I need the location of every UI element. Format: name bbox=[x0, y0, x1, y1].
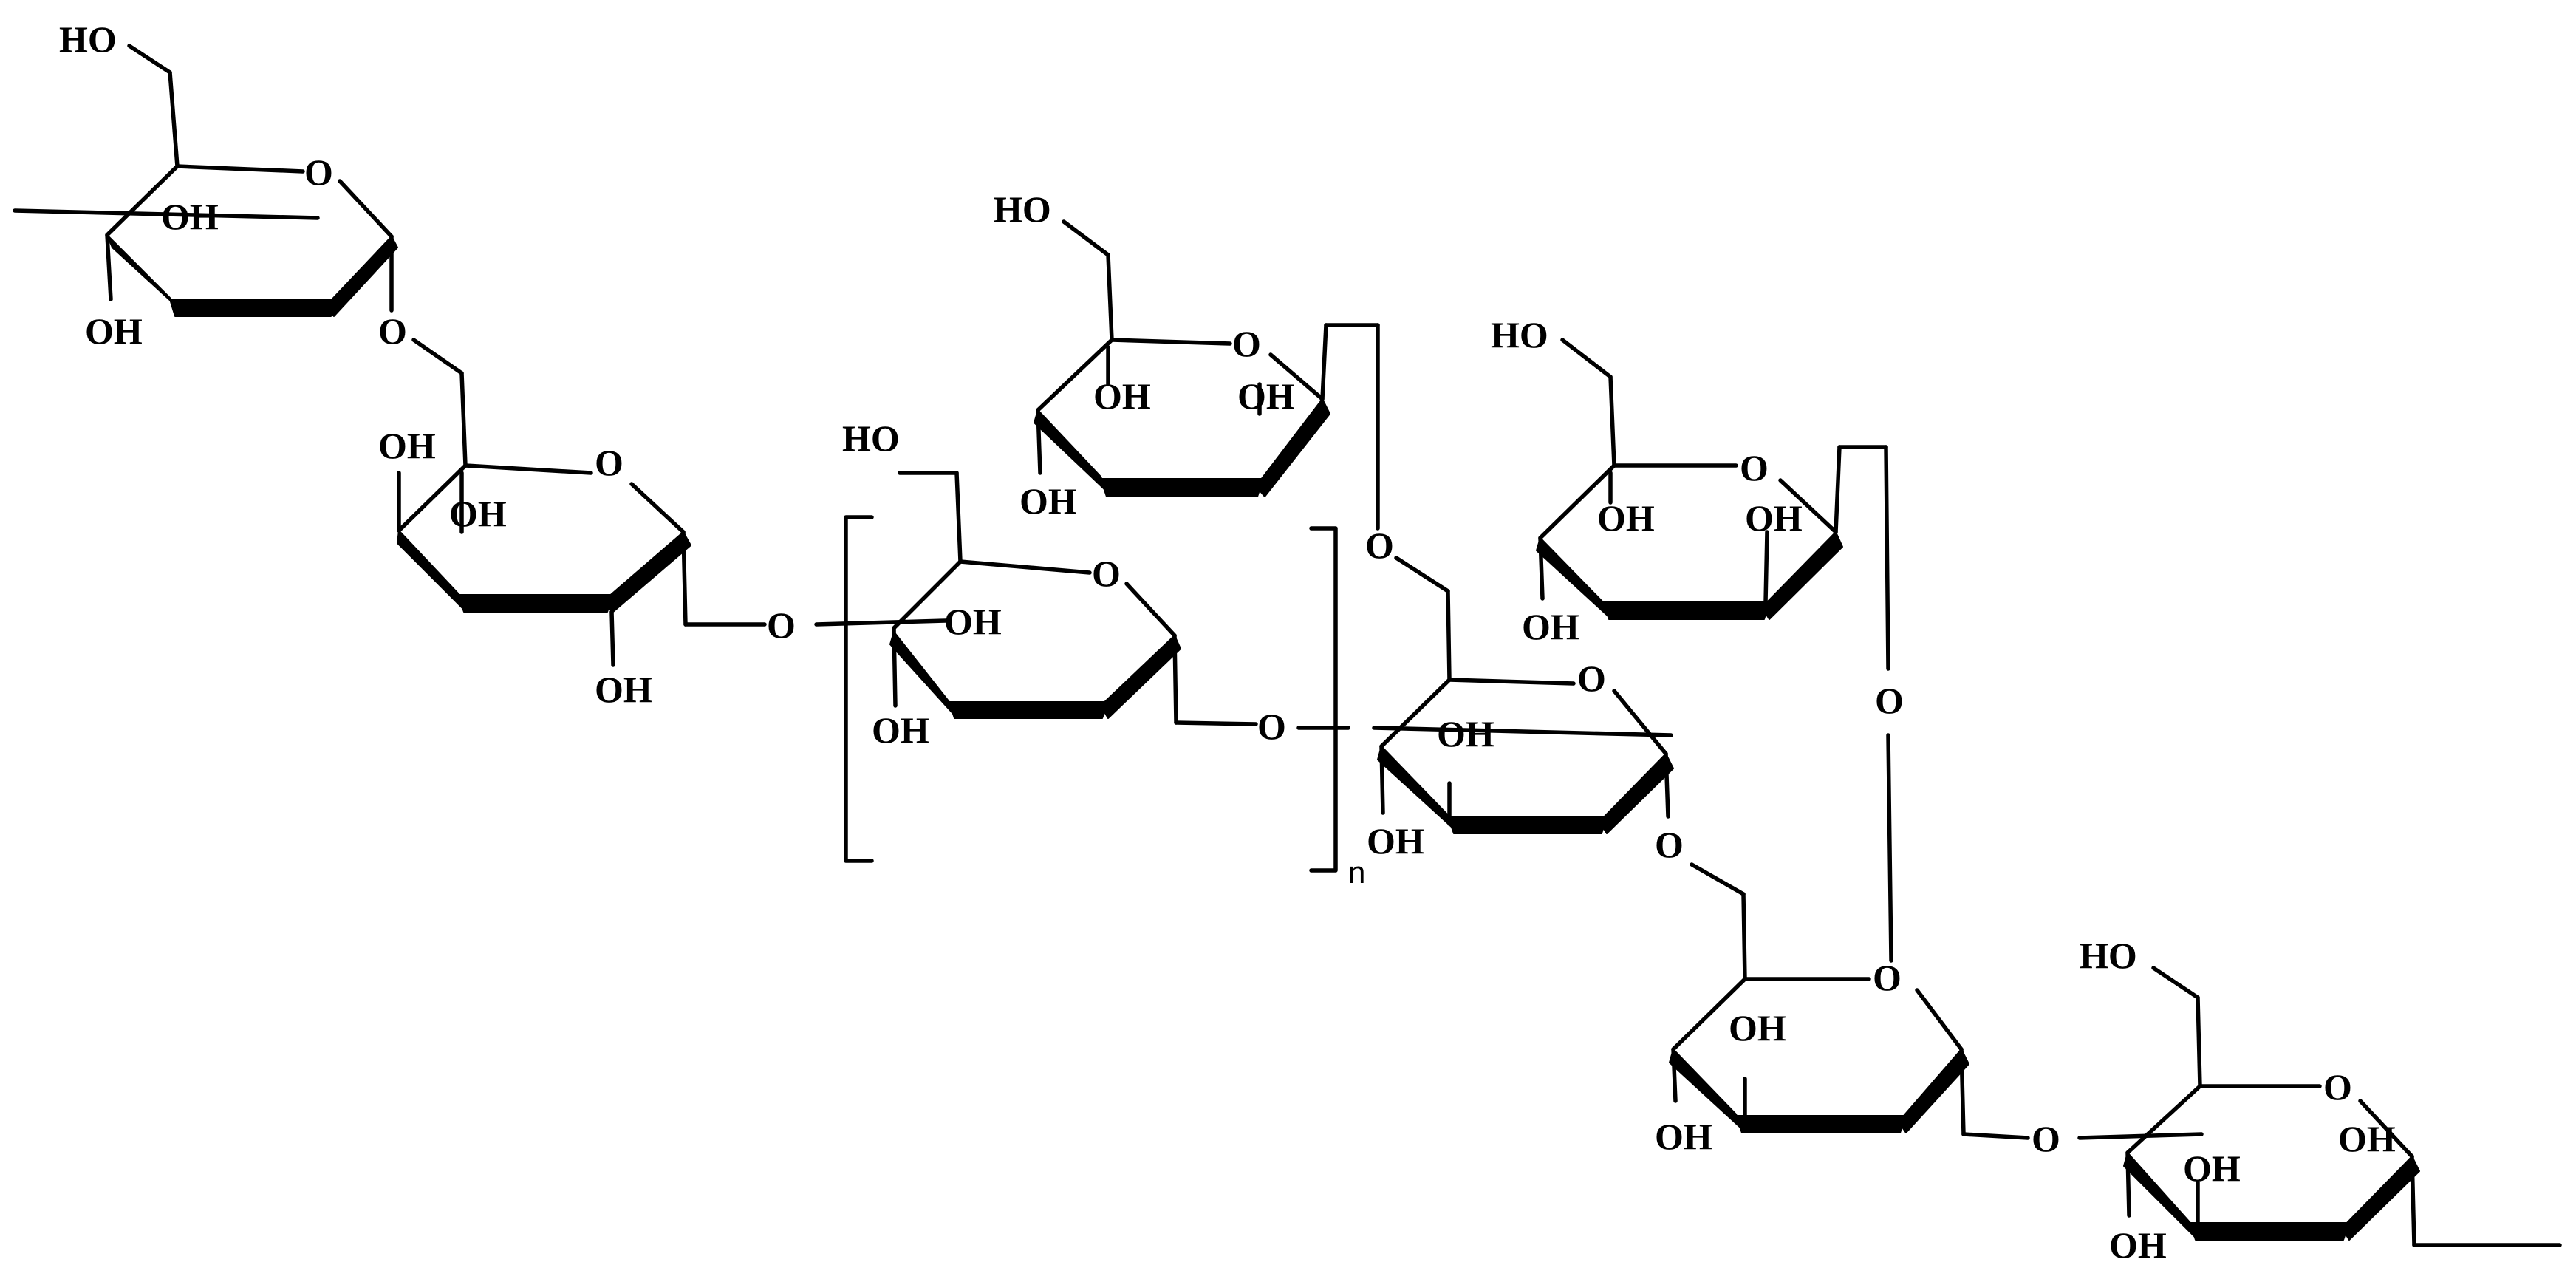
label-o-link-de: O bbox=[1365, 525, 1394, 566]
label-oh-b2: OH bbox=[449, 493, 507, 534]
ring-b bbox=[397, 371, 767, 667]
label-oh-d2: OH bbox=[1237, 375, 1295, 417]
label-o-link-ab: O bbox=[378, 310, 407, 352]
label-oh-a2: OH bbox=[85, 310, 143, 352]
label-ho-a: HO bbox=[59, 18, 117, 60]
label-oh-d1: OH bbox=[1093, 375, 1151, 417]
label-o-link-bc: O bbox=[767, 604, 796, 646]
label-o-link-fg: O bbox=[1875, 680, 1904, 721]
label-o-link-gh: O bbox=[2032, 1118, 2060, 1159]
label-oh-e1: OH bbox=[1437, 713, 1494, 754]
ring-a bbox=[13, 44, 464, 375]
ring-h bbox=[2123, 966, 2562, 1247]
label-oh-h3: OH bbox=[2109, 1224, 2167, 1266]
label-o-ring-c: O bbox=[1092, 553, 1121, 594]
label-oh-f1: OH bbox=[1597, 497, 1655, 539]
label-oh-g1: OH bbox=[1729, 1007, 1786, 1049]
label-oh-h1: OH bbox=[2338, 1118, 2396, 1159]
label-ho-c: HO bbox=[842, 417, 900, 459]
ring-f bbox=[1536, 338, 1893, 963]
label-oh-e2: OH bbox=[1367, 820, 1424, 862]
label-o-link-eg: O bbox=[1655, 824, 1684, 865]
label-oh-a1: OH bbox=[161, 196, 219, 237]
label-ho-d: HO bbox=[994, 188, 1051, 230]
ring-e bbox=[1372, 556, 1746, 896]
ring-d bbox=[1034, 219, 1380, 531]
label-oh-g2: OH bbox=[1655, 1116, 1712, 1157]
label-o-ring-a: O bbox=[304, 151, 333, 193]
label-o-ring-g: O bbox=[1873, 957, 1902, 998]
ring-g bbox=[1669, 892, 2204, 1140]
label-ho-h: HO bbox=[2080, 935, 2137, 976]
label-oh-b1: OH bbox=[378, 425, 436, 466]
label-oh-f2: OH bbox=[1745, 497, 1803, 539]
label-o-ring-h: O bbox=[2323, 1066, 2352, 1108]
label-oh-d3: OH bbox=[1019, 480, 1077, 522]
label-o-ring-b: O bbox=[595, 442, 623, 483]
label-o-ring-d: O bbox=[1232, 323, 1261, 364]
label-oh-b3: OH bbox=[595, 669, 652, 710]
label-o-ring-f: O bbox=[1740, 447, 1769, 488]
label-oh-c1: OH bbox=[944, 601, 1002, 642]
label-oh-h2: OH bbox=[2183, 1148, 2241, 1189]
label-oh-c2: OH bbox=[872, 709, 929, 751]
label-o-link-ce: O bbox=[1257, 706, 1286, 747]
repeat-subscript: n bbox=[1348, 855, 1365, 890]
label-ho-f: HO bbox=[1491, 314, 1548, 355]
label-oh-f3: OH bbox=[1522, 606, 1579, 647]
atom-labels: HO O OH OH O O OH OH OH O HO O OH OH O n… bbox=[59, 18, 2396, 1266]
ring-c bbox=[814, 471, 1350, 873]
label-o-ring-e: O bbox=[1577, 658, 1606, 699]
